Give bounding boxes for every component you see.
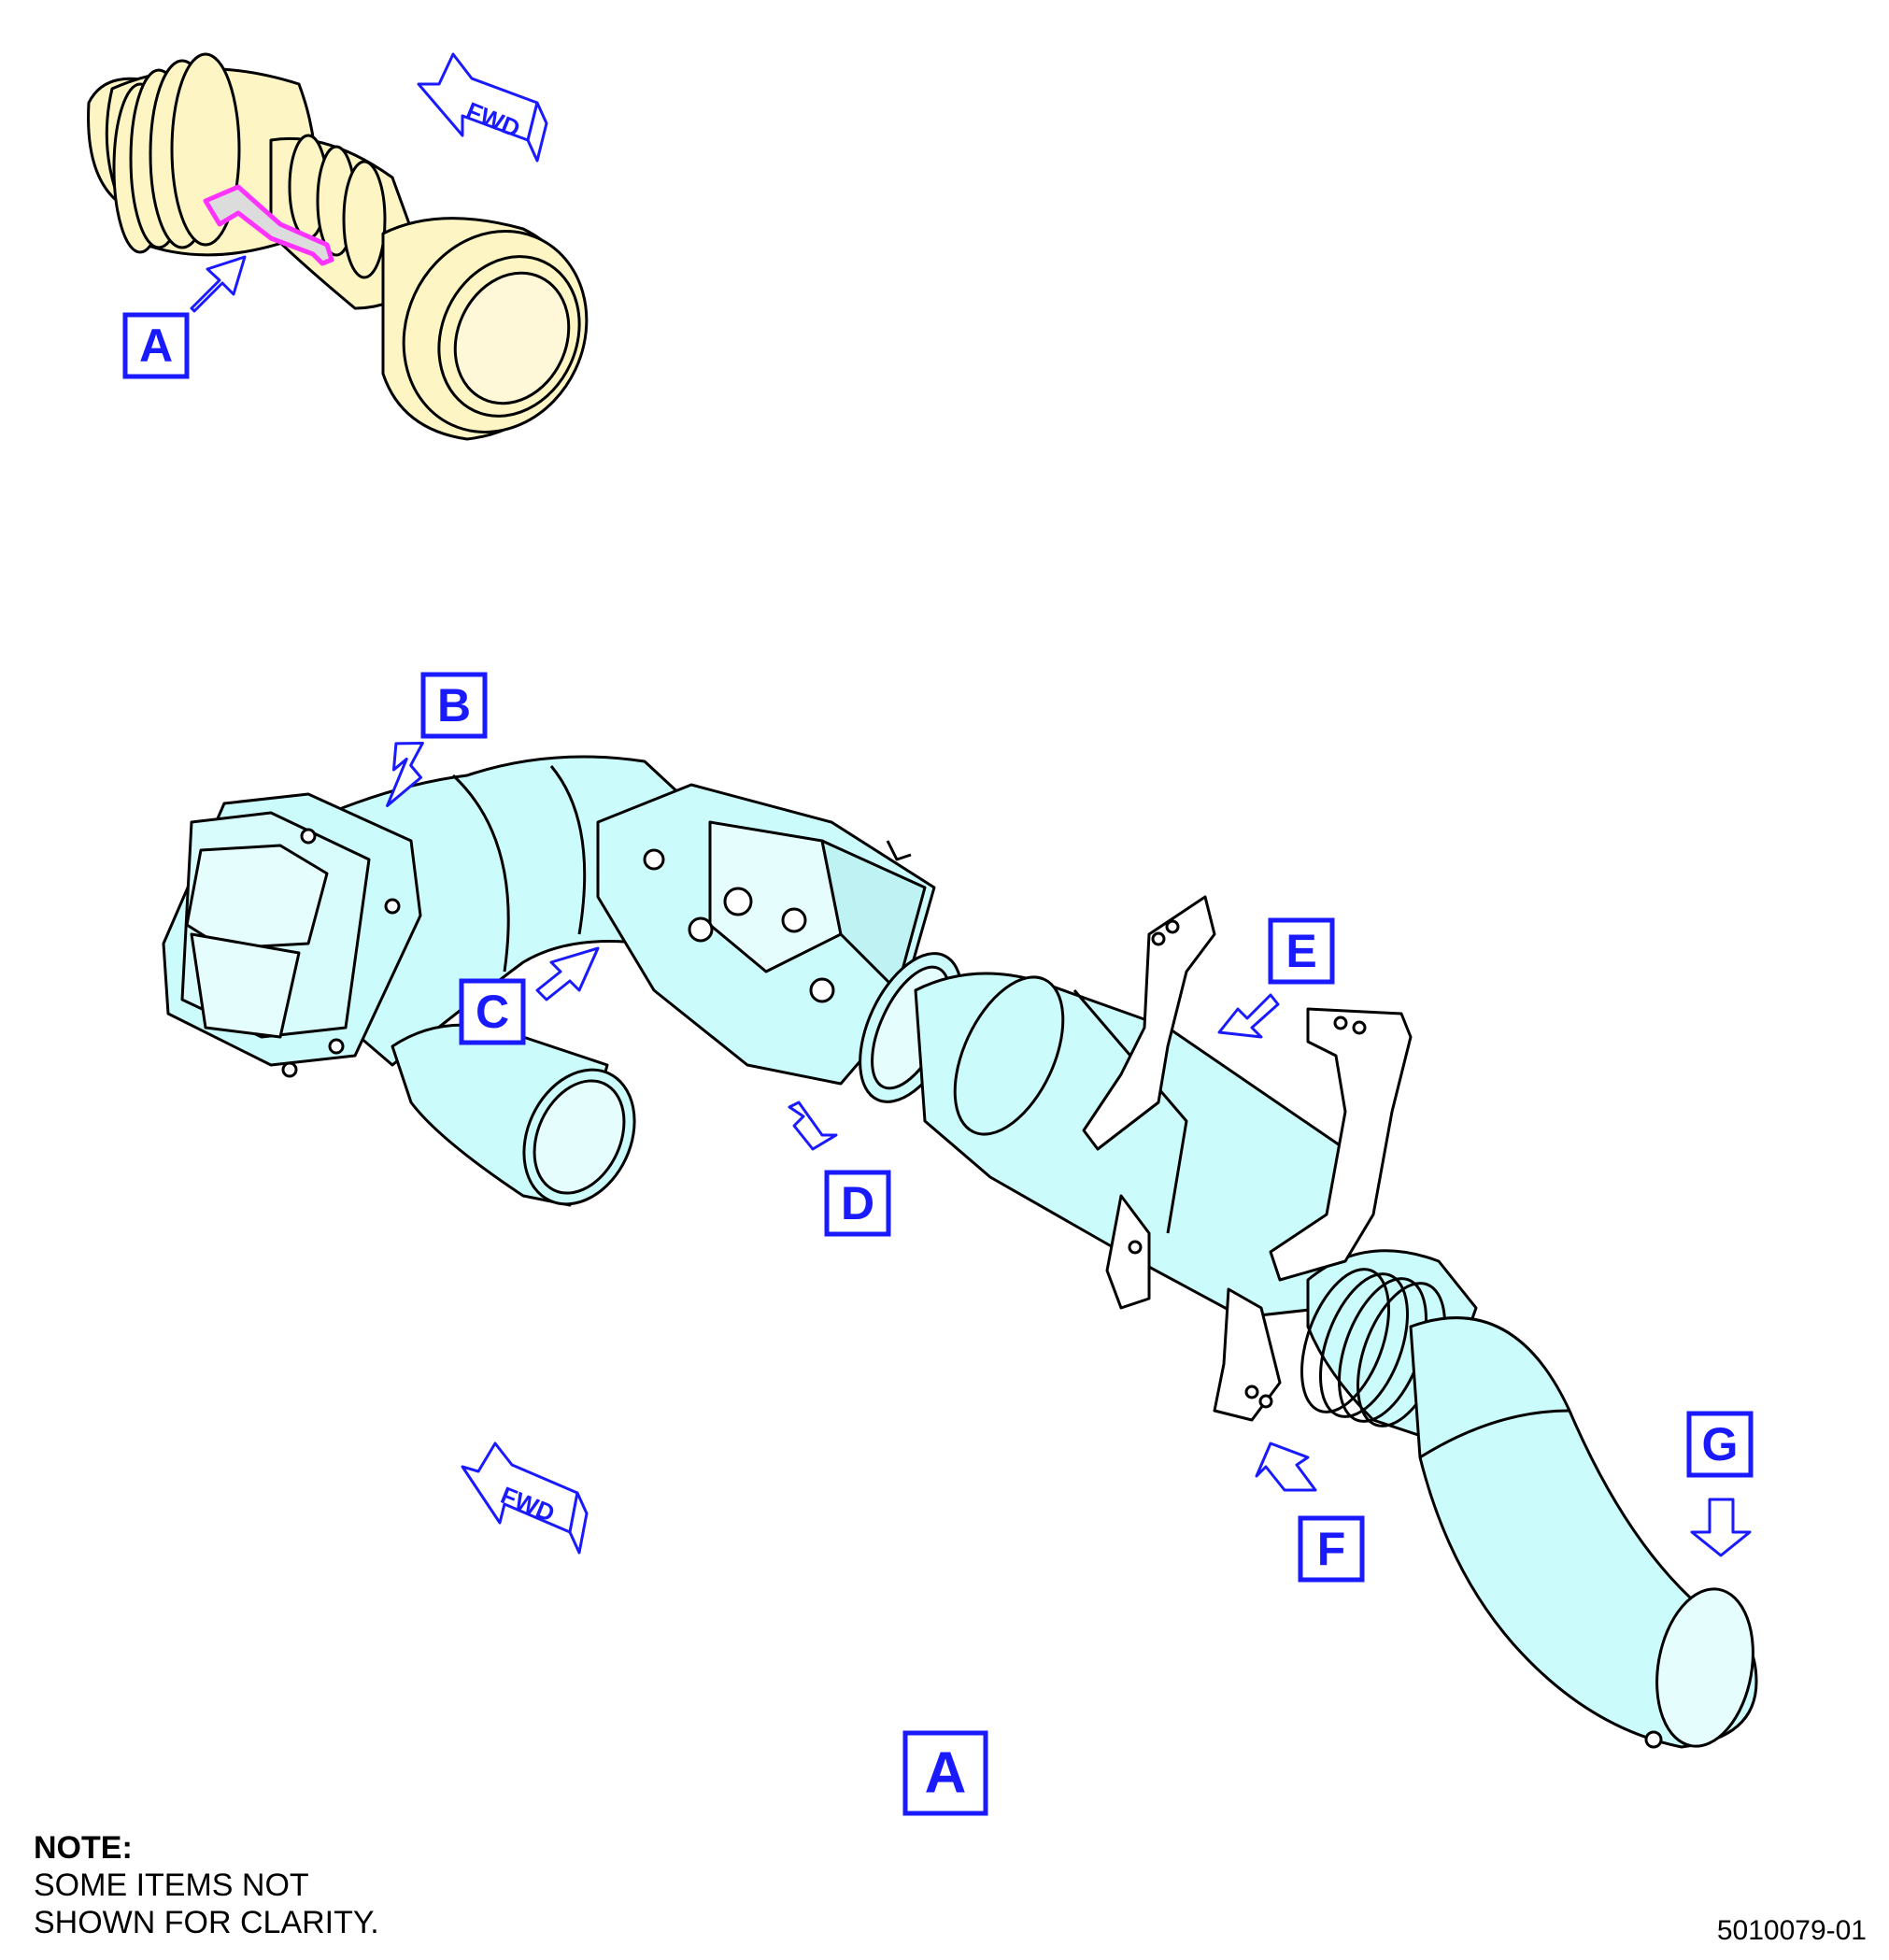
note-heading: NOTE: [34,1830,133,1866]
note-line-1: SOME ITEMS NOT [34,1868,309,1903]
duct-assembly [162,755,1758,1749]
callout-a-top-box [122,312,190,379]
callout-g-box [1686,1411,1754,1478]
callout-c: C [476,986,509,1038]
engine-overview [87,52,589,441]
callout-a-top: A [139,320,173,372]
figure-id: 5010079-01 [1716,1915,1867,1946]
note-line-2: SHOWN FOR CLARITY. [34,1905,379,1940]
callout-d: D [841,1177,874,1229]
view-arrow-d-icon [788,1101,838,1151]
fwd-arrow-top-icon [417,52,548,163]
view-arrow-e-icon [1217,993,1280,1039]
callout-f-box [1298,1515,1365,1583]
callout-b-box [420,672,488,739]
callout-f: F [1317,1523,1346,1575]
callout-b: B [437,679,471,731]
view-a-label-box [902,1730,988,1816]
view-a-label: A [925,1741,967,1806]
fwd-arrow-bottom-icon [461,1442,589,1555]
view-arrow-g-icon [1690,1498,1752,1557]
callout-e: E [1285,925,1316,977]
support-brackets [1082,895,1413,1422]
view-arrow-f-icon [1255,1442,1317,1492]
highlighted-duct [203,184,334,266]
callout-g: G [1702,1418,1739,1470]
note-block: NOTE: SOME ITEMS NOT SHOWN FOR CLARITY. [34,1829,379,1941]
view-arrow-b-icon [386,741,424,807]
callout-c-box [459,978,526,1045]
view-arrow-a-icon [190,255,247,313]
callout-e-box [1268,917,1335,985]
view-arrow-c-icon [535,946,600,1001]
callout-d-box [824,1170,891,1237]
